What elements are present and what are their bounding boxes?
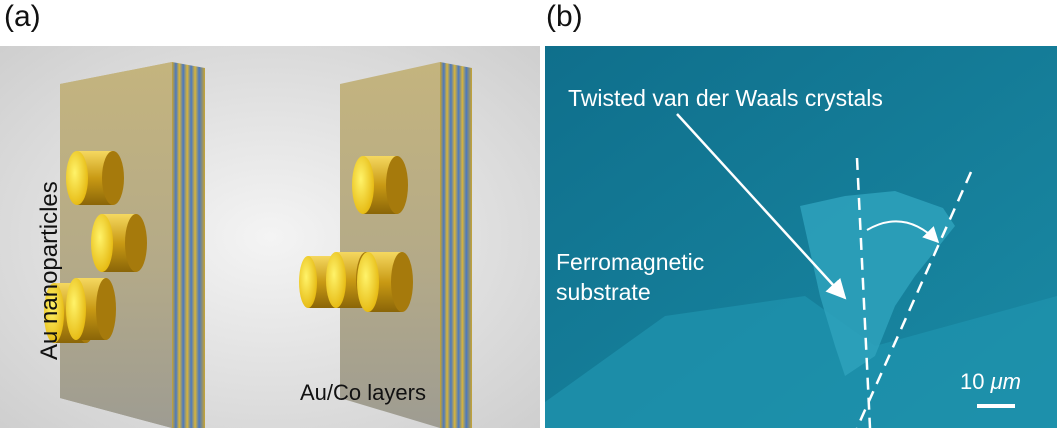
au-co-layers-label: Au/Co layers [300,380,426,405]
nanoparticle-disk [66,151,124,205]
panel-b-micrograph [545,46,1057,428]
panel-a-schematic [0,46,540,428]
substrate-region [545,296,1057,428]
dashed-line-two [855,171,973,428]
panel-b-label: (b) [546,0,583,33]
twist-angle-arrow [866,220,940,244]
right-nanoparticles [299,156,413,312]
scale-unit: μm [990,369,1021,394]
au-nanoparticles-label: Au nanoparticles [36,181,63,360]
right-multilayer-slab [340,62,472,428]
scale-bar-label: 10 μm [960,367,1021,397]
scale-value: 10 [960,369,985,394]
ferromagnetic-substrate-label: Ferromagnetic substrate [556,249,705,305]
dashed-line-one [855,157,872,428]
crystal-flake [800,191,955,376]
panel-a-label: (a) [4,0,41,33]
nanoparticle-disk [357,252,413,312]
nanoparticle-disk [91,214,147,272]
nanoparticle-disk [352,156,408,214]
nanoparticle-disk [66,278,116,340]
left-nanoparticles [44,151,147,343]
twisted-crystals-label: Twisted van der Waals crystals [568,85,883,111]
pointer-arrow [676,113,847,300]
